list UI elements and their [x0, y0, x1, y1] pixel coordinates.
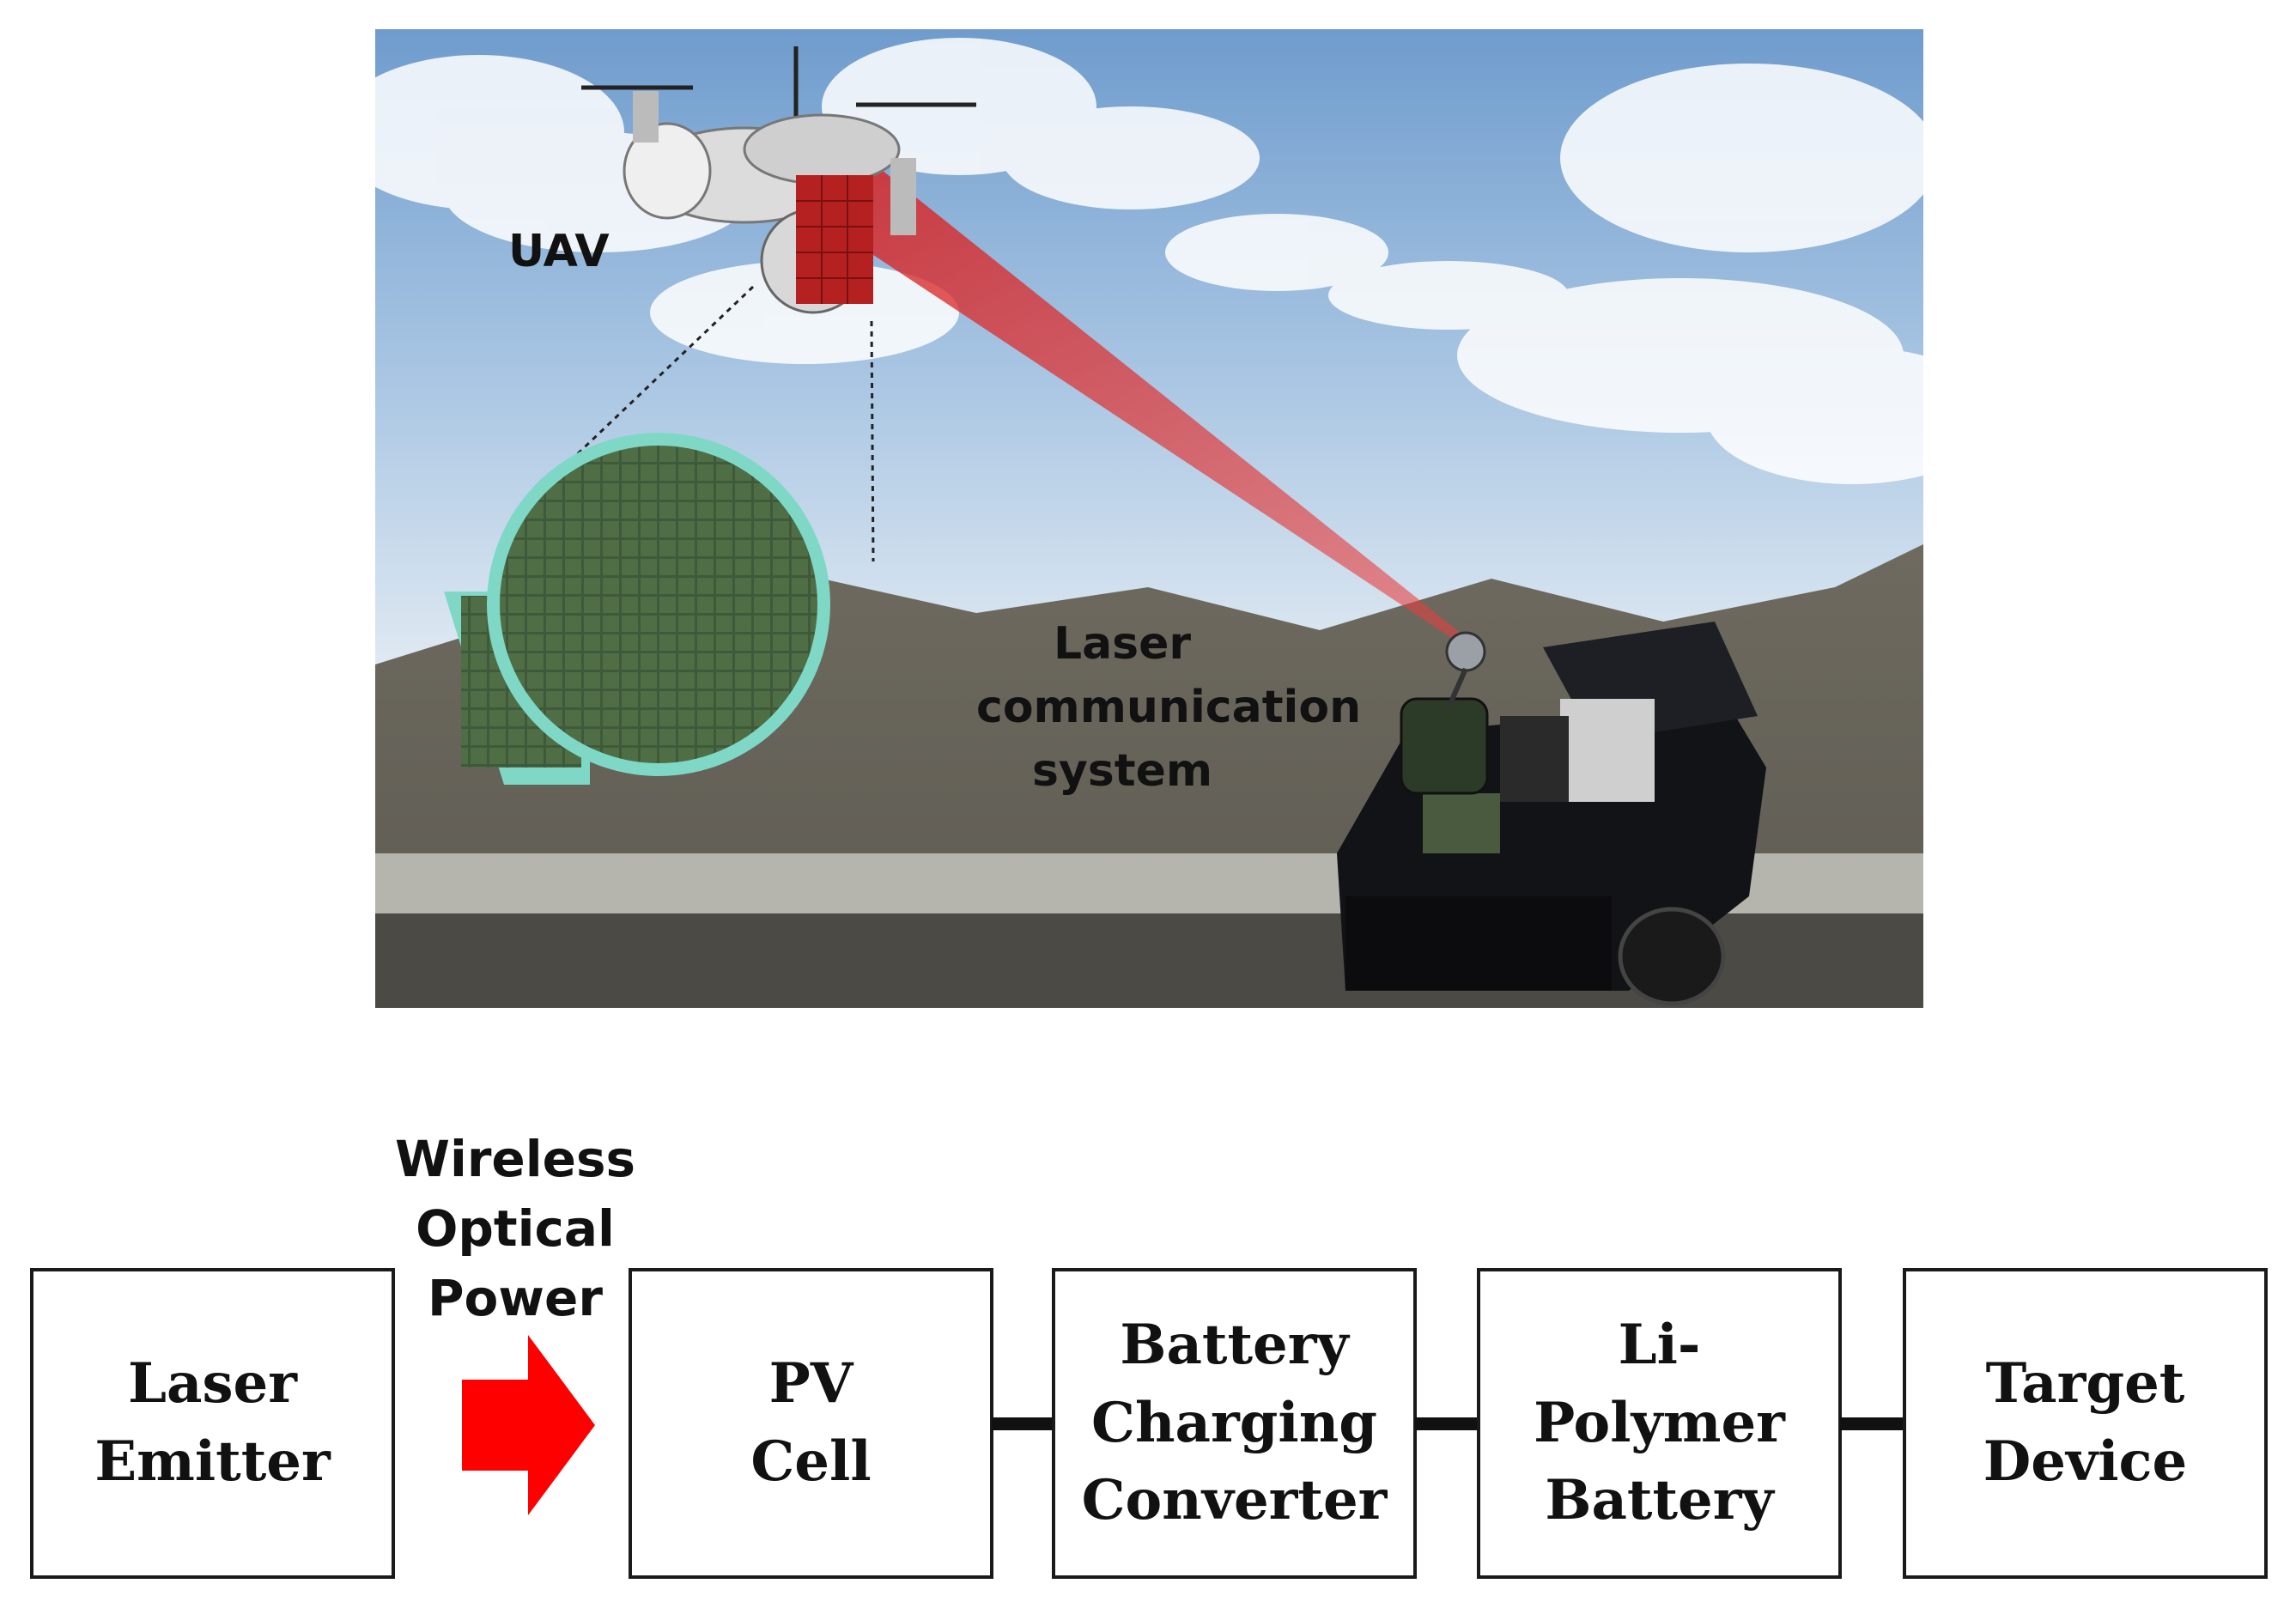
uav-label: UAV — [508, 226, 610, 277]
connector-battery-to-device — [1840, 1417, 1904, 1430]
pv-cell-magnified — [444, 285, 875, 785]
wireless-optical-power-label: Wireless Optical Power — [394, 1130, 636, 1328]
scene-illustration — [375, 29, 1923, 1008]
connector-converter-to-battery — [1415, 1417, 1479, 1430]
pv-cell-block: PV Cell — [629, 1268, 993, 1579]
battery-charging-converter-label: Battery Charging Converter — [1081, 1312, 1388, 1533]
uav-drone — [581, 46, 976, 314]
laser-emitter-label: Laser Emitter — [94, 1351, 331, 1494]
arrow-shape — [462, 1335, 595, 1515]
truck-with-laser-system — [1337, 622, 1766, 1006]
laser-communication-system-label: Laser communication system — [976, 618, 1362, 797]
uav-laser-scene: UAV Laser communication system — [375, 29, 1923, 1008]
laser-emitter-block: Laser Emitter — [30, 1268, 395, 1579]
li-polymer-battery-block: Li- Polymer Battery — [1477, 1268, 1842, 1579]
target-device-block: Target Device — [1903, 1268, 2268, 1579]
li-polymer-battery-label: Li- Polymer Battery — [1534, 1312, 1785, 1533]
connector-pv-to-converter — [992, 1417, 1054, 1430]
target-device-label: Target Device — [1983, 1351, 2188, 1494]
battery-charging-converter-block: Battery Charging Converter — [1052, 1268, 1417, 1579]
optical-power-arrow-icon — [462, 1335, 595, 1515]
pv-cell-label: PV Cell — [750, 1351, 872, 1494]
